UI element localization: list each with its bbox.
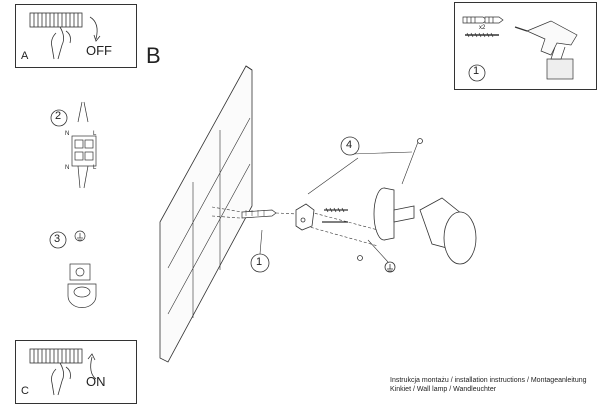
circuit-breaker-off-illustration [29, 12, 101, 60]
panel-a-power-off: A OFF [15, 4, 137, 68]
step-2-number: 2 [55, 110, 62, 122]
panel-b-letter: B [146, 43, 161, 68]
panel-c-state: ON [86, 374, 106, 389]
step-1-tools-number: 1 [473, 65, 480, 77]
tools-illustration [462, 16, 578, 82]
tools-quantity: x2 [479, 25, 486, 31]
panel-c-letter: C [21, 385, 29, 397]
wiring-label-l-top: L [93, 131, 97, 137]
wiring-label-n-top: N [65, 131, 70, 137]
footer-box: Instrukcja montażu / installation instru… [390, 374, 595, 404]
step-4-lamp-number: 4 [346, 139, 353, 151]
panel-c-power-on: C ON [15, 340, 137, 404]
panel-a-letter: A [21, 50, 29, 62]
ground-terminal-illustration [49, 230, 97, 308]
step-3-number: 3 [54, 233, 61, 245]
panel-tools: x2 1 [454, 2, 597, 90]
wiring-label-n-bottom: N [65, 165, 70, 171]
circuit-breaker-on-illustration [29, 348, 97, 396]
wiring-label-l-bottom: L [93, 165, 97, 171]
step-1-wall-mount-number: 1 [256, 256, 263, 268]
wiring-terminal-illustration [50, 101, 97, 189]
footer-title-line: Instrukcja montażu / installation instru… [390, 377, 587, 384]
footer-product-line: Kinkiet / Wall lamp / Wandleuchter [390, 386, 497, 393]
panel-a-state: OFF [86, 43, 112, 58]
